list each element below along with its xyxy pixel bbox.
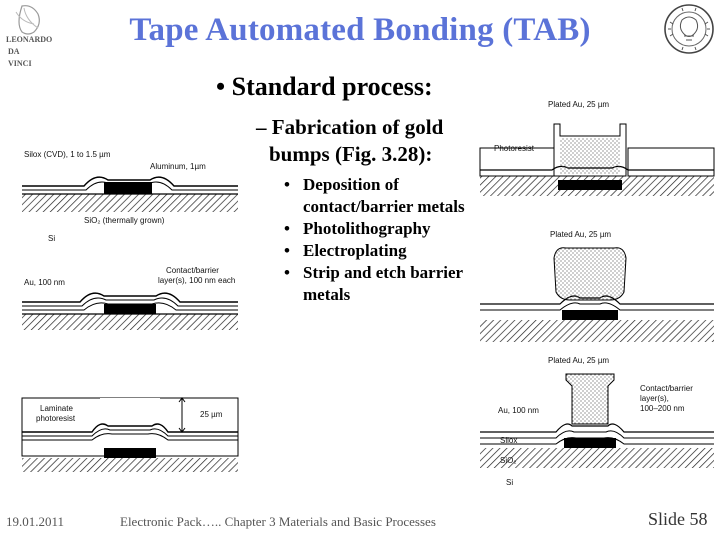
step-item: Photolithography [282, 218, 472, 240]
label-au-100-right: Au, 100 nm [498, 406, 539, 415]
label-sio2-right: SiO₂ [500, 456, 517, 465]
label-silox-right: Silox [500, 436, 518, 445]
footer-date: 19.01.2011 [6, 514, 65, 529]
label-si-right: Si [506, 478, 514, 487]
label-silox: Silox (CVD), 1 to 1.5 µm [24, 150, 111, 159]
label-au-100: Au, 100 nm [24, 278, 65, 287]
label-aluminum: Aluminum, 1µm [150, 162, 206, 171]
label-si: Si [48, 234, 56, 243]
label-plated-au-2: Plated Au, 25 µm [550, 230, 612, 239]
logo-text-1: LEONARDO [6, 35, 52, 44]
bullet-fabrication: – Fabrication of gold bumps (Fig. 3.28): [256, 114, 486, 168]
logo-text-2: DA [8, 47, 20, 56]
cross-section-1 [22, 176, 238, 212]
label-laminate-2: photoresist [36, 414, 76, 423]
cross-section-2 [22, 292, 238, 330]
label-cb-right-3: 100–200 nm [640, 404, 685, 413]
process-steps-list: Deposition of contact/barrier metals Pho… [282, 174, 472, 306]
bullet-fabrication-line-1: – Fabrication of gold [256, 115, 444, 139]
cross-section-5 [480, 247, 714, 342]
bullet-standard-process: • Standard process: [216, 72, 433, 101]
label-cb-right-2: layer(s), [640, 394, 669, 403]
bullet-fabrication-line-2: bumps (Fig. 3.28): [269, 142, 433, 166]
label-contact-barrier-2: layer(s), 100 nm each [158, 276, 236, 285]
footer-course: Electronic Pack….. Chapter 3 Materials a… [120, 514, 436, 529]
step-item: Electroplating [282, 240, 472, 262]
cross-section-4 [479, 123, 715, 196]
label-plated-au-1: Plated Au, 25 µm [548, 100, 610, 109]
step-item: Deposition of contact/barrier metals [282, 174, 472, 218]
label-photoresist: Photoresist [494, 144, 535, 153]
slide-number: Slide 58 [648, 509, 708, 529]
label-25um: 25 µm [200, 410, 223, 419]
university-seal [664, 4, 714, 54]
logo-text-3: VINCI [8, 59, 32, 68]
leonardo-logo: LEONARDO DA VINCI [2, 2, 56, 74]
label-cb-right-1: Contact/barrier [640, 384, 693, 393]
label-contact-barrier-1: Contact/barrier [166, 266, 219, 275]
label-sio2-thermal: SiO₂ (thermally grown) [84, 216, 165, 225]
slide-title: Tape Automated Bonding (TAB) [129, 12, 591, 48]
label-laminate-1: Laminate [40, 404, 73, 413]
step-item: Strip and etch barrier metals [282, 262, 472, 306]
label-plated-au-3: Plated Au, 25 µm [548, 356, 610, 365]
